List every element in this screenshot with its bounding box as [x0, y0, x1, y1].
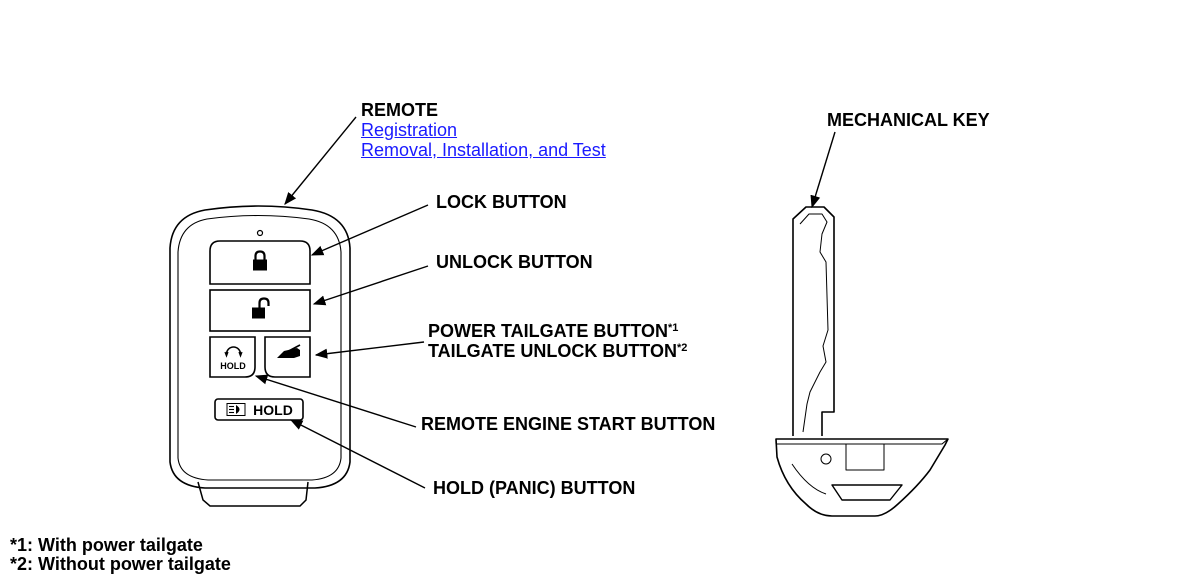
remote-label: REMOTE [361, 100, 439, 120]
lock-closed-icon [253, 250, 267, 271]
unlock-button[interactable] [209, 289, 311, 332]
footnote-2: *2: Without power tailgate [10, 554, 231, 574]
power-tailgate-label: POWER TAILGATE BUTTON*1 [428, 321, 678, 341]
unlock-button-label: UNLOCK BUTTON [436, 252, 593, 272]
fob-inner-outline [177, 214, 342, 481]
hold-label-small: HOLD [220, 361, 246, 371]
tailgate-unlock-text: TAILGATE UNLOCK BUTTON [428, 341, 677, 361]
remote-engine-start-button[interactable]: HOLD [209, 336, 256, 378]
hold-label-large: HOLD [253, 402, 293, 418]
remote-engine-start-label: REMOTE ENGINE START BUTTON [421, 414, 716, 434]
mechanical-key [775, 206, 949, 517]
removal-installation-test-link[interactable]: Removal, Installation, and Test [361, 140, 606, 160]
headlight-icon [226, 403, 246, 416]
lock-button[interactable] [209, 240, 311, 285]
led-indicator [256, 229, 264, 237]
tailgate-button[interactable] [264, 336, 311, 378]
lock-button-label: LOCK BUTTON [436, 192, 567, 212]
power-tailgate-text: POWER TAILGATE BUTTON [428, 321, 668, 341]
remote-start-icon [224, 346, 243, 358]
fob-body [169, 205, 351, 489]
tailgate-unlock-note: *2 [676, 342, 688, 354]
leader-lines [254, 116, 836, 489]
tailgate-icon [277, 344, 301, 358]
panic-button-label: HOLD (PANIC) BUTTON [433, 478, 636, 498]
panic-button[interactable]: HOLD [214, 398, 304, 421]
power-tailgate-note: *1 [668, 322, 679, 334]
lock-open-icon [252, 297, 270, 319]
registration-link[interactable]: Registration [361, 120, 458, 140]
key-fob [169, 205, 351, 507]
footnote-1: *1: With power tailgate [10, 535, 203, 555]
mechanical-key-label: MECHANICAL KEY [827, 110, 990, 130]
tailgate-unlock-label: TAILGATE UNLOCK BUTTON*2 [428, 341, 687, 361]
